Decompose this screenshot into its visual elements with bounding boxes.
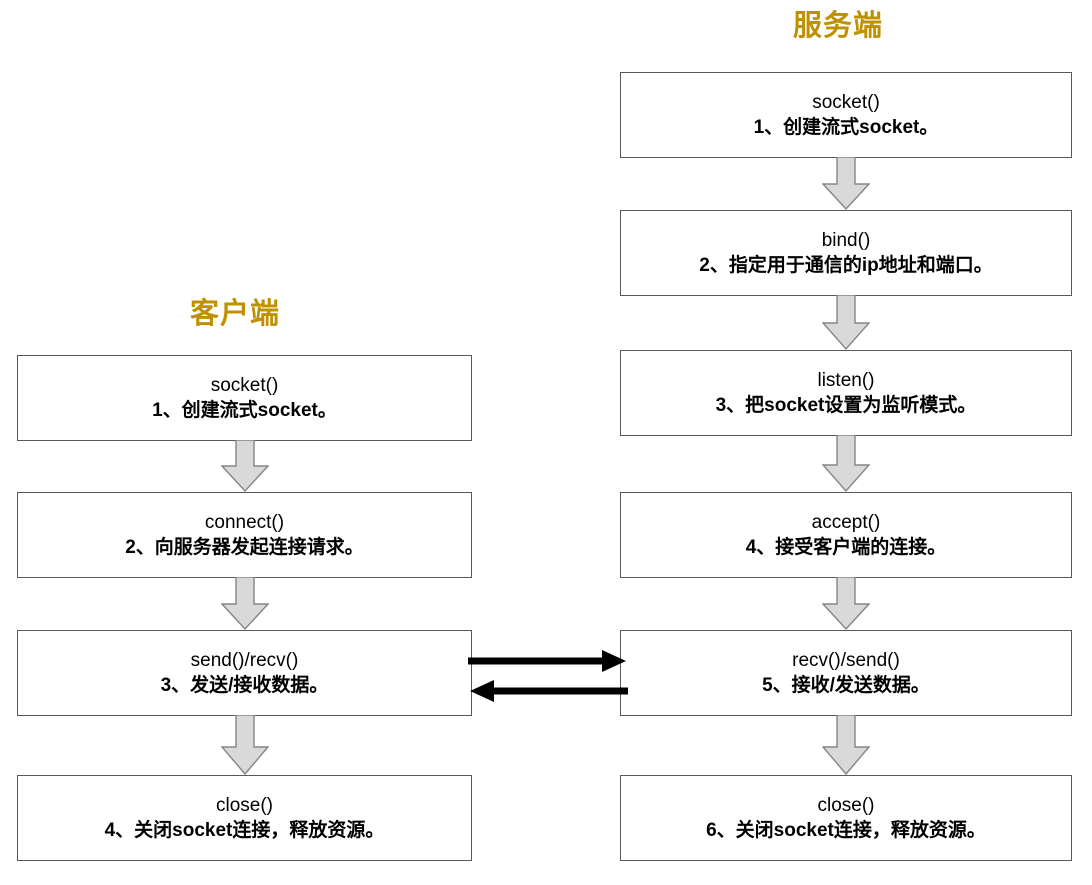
node-description: 4、关闭socket连接，释放资源。 (104, 820, 385, 841)
node-function-label: socket() (210, 374, 279, 396)
node-function-label: recv()/send() (792, 649, 900, 671)
node-function-label: send()/recv() (190, 649, 299, 671)
client-step-close[interactable]: close() 4、关闭socket连接，释放资源。 (17, 775, 472, 861)
node-description: 1、创建流式socket。 (152, 400, 337, 421)
server-arrow-listen-to-accept (822, 435, 870, 493)
server-step-bind[interactable]: bind() 2、指定用于通信的ip地址和端口。 (620, 210, 1072, 296)
server-arrow-accept-to-recv (822, 577, 870, 631)
node-description: 2、向服务器发起连接请求。 (125, 537, 364, 558)
server-arrow-bind-to-listen (822, 295, 870, 351)
node-description: 6、关闭socket连接，释放资源。 (706, 820, 986, 841)
node-description: 2、指定用于通信的ip地址和端口。 (699, 255, 993, 276)
node-description: 3、发送/接收数据。 (160, 675, 329, 696)
server-arrow-socket-to-bind (822, 157, 870, 211)
node-description: 5、接收/发送数据。 (762, 675, 930, 696)
link-client-to-server-data (468, 650, 626, 672)
client-step-send-recv[interactable]: send()/recv() 3、发送/接收数据。 (17, 630, 472, 716)
client-arrow-socket-to-connect (221, 440, 269, 493)
node-function-label: bind() (821, 229, 871, 251)
node-function-label: close() (215, 794, 273, 816)
node-description: 1、创建流式socket。 (753, 117, 939, 138)
server-step-close[interactable]: close() 6、关闭socket连接，释放资源。 (620, 775, 1072, 861)
node-description: 4、接受客户端的连接。 (745, 537, 947, 558)
server-step-socket[interactable]: socket() 1、创建流式socket。 (620, 72, 1072, 158)
node-function-label: close() (817, 794, 875, 816)
client-step-socket[interactable]: socket() 1、创建流式socket。 (17, 355, 472, 441)
server-step-recv-send[interactable]: recv()/send() 5、接收/发送数据。 (620, 630, 1072, 716)
server-step-listen[interactable]: listen() 3、把socket设置为监听模式。 (620, 350, 1072, 436)
server-step-accept[interactable]: accept() 4、接受客户端的连接。 (620, 492, 1072, 578)
node-function-label: accept() (811, 511, 881, 533)
server-column-title: 服务端 (793, 10, 884, 42)
link-server-to-client-data (470, 680, 628, 702)
client-arrow-send-to-close (221, 715, 269, 776)
node-function-label: listen() (817, 369, 875, 391)
client-column-title: 客户端 (190, 298, 281, 330)
server-arrow-recv-to-close (822, 715, 870, 776)
client-arrow-connect-to-send (221, 577, 269, 631)
node-function-label: socket() (812, 91, 880, 113)
node-description: 3、把socket设置为监听模式。 (715, 395, 977, 416)
node-function-label: connect() (204, 511, 285, 533)
client-step-connect[interactable]: connect() 2、向服务器发起连接请求。 (17, 492, 472, 578)
